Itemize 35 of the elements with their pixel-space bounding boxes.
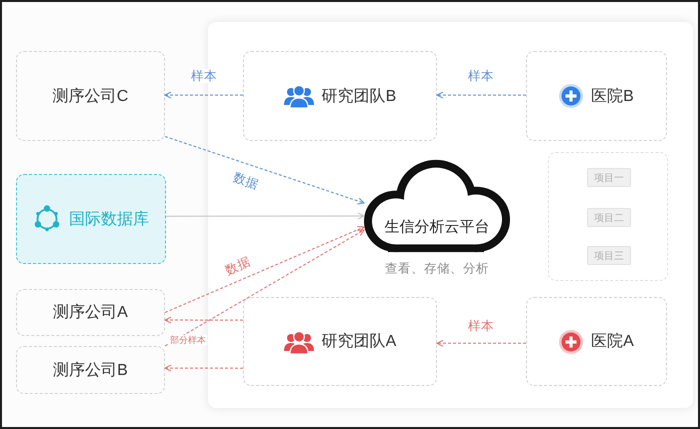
node-label: 测序公司A xyxy=(53,302,128,323)
arrow xyxy=(436,340,526,347)
node-label: 测序公司B xyxy=(53,360,128,380)
arrow xyxy=(164,226,364,313)
edge-label: 部分样本 xyxy=(169,335,207,345)
panel xyxy=(548,152,668,281)
edge-label: 样本 xyxy=(467,69,495,83)
node-label: 测序公司C xyxy=(52,86,128,106)
edge-label: 样本 xyxy=(467,319,495,333)
highlighted-box xyxy=(16,174,166,264)
node-label: 医院B xyxy=(591,86,634,106)
dashed-box xyxy=(243,297,437,386)
arrow xyxy=(164,230,364,346)
node-label: 研究团队B xyxy=(322,86,396,106)
dashed-box xyxy=(526,51,667,141)
arrow xyxy=(164,136,364,204)
node-label: 医院A xyxy=(591,332,634,352)
arrow xyxy=(164,364,244,372)
dashed-box xyxy=(526,297,667,386)
node-label: 研究团队A xyxy=(322,332,396,352)
dashed-box xyxy=(16,289,165,336)
arrow xyxy=(164,92,244,99)
dashed-box xyxy=(243,51,437,141)
edge-label: 样本 xyxy=(190,69,218,83)
node-label: 生信分析云平台 xyxy=(384,218,490,236)
project-tag: 项目二 xyxy=(587,208,631,227)
project-tag: 项目一 xyxy=(587,168,631,187)
dashed-box xyxy=(16,346,165,394)
arrow xyxy=(164,316,244,324)
node-label: 国际数据库 xyxy=(69,210,149,230)
dashed-box xyxy=(16,51,165,141)
arrow xyxy=(436,92,526,99)
node-note: 查看、存储、分析 xyxy=(385,260,489,278)
arrow xyxy=(166,212,364,220)
project-tag: 项目三 xyxy=(587,246,631,265)
